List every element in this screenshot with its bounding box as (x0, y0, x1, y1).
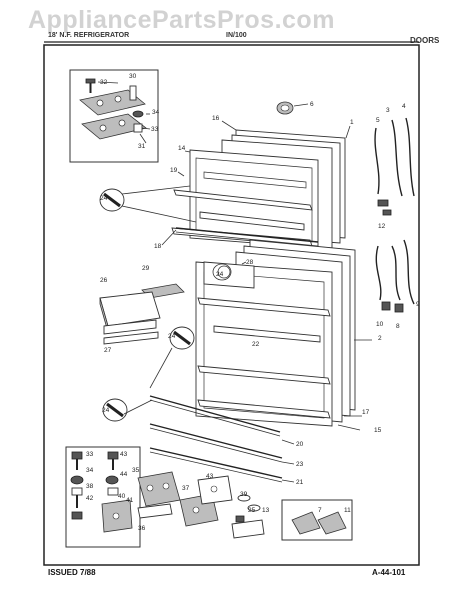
callout-number: 24 (168, 333, 176, 340)
callout-number: 1 (350, 119, 354, 126)
callout-number: 8 (396, 323, 400, 330)
callout-number: 27 (104, 347, 112, 354)
callout-number: 34 (152, 109, 160, 116)
callout-number: 28 (246, 259, 254, 266)
callout-number: 39 (240, 491, 248, 498)
header-model-number: IN/100 (226, 32, 247, 39)
callout-number: 24 (216, 271, 224, 278)
page-code: A-44-101 (372, 568, 406, 577)
callout-number: 42 (86, 495, 94, 502)
section-title: DOORS (410, 36, 440, 45)
callout-number: 15 (374, 427, 382, 434)
plug-button (276, 101, 294, 115)
bottom-hinge-inset (65, 446, 141, 548)
callout-number: 29 (142, 265, 150, 272)
callout-number: 43 (120, 451, 128, 458)
callout-number: 30 (129, 73, 137, 80)
callout-number: 31 (138, 143, 146, 150)
callout-number: 16 (212, 115, 220, 122)
callout-number: 23 (296, 461, 304, 468)
door-handles (374, 117, 415, 313)
callout-number: 44 (120, 471, 128, 478)
dairy-compartment-parts (99, 283, 185, 345)
callout-number: 24 (100, 195, 108, 202)
shelf-retainer-bars (149, 227, 319, 483)
freezer-door (171, 129, 346, 249)
callout-number: 34 (86, 467, 94, 474)
callout-number: 36 (138, 525, 146, 532)
callout-number: 32 (100, 79, 108, 86)
callout-number: 12 (378, 223, 386, 230)
callout-number: 9 (416, 301, 420, 308)
callout-labels: 1234567891011121314151617181920212223242… (86, 73, 420, 532)
callout-number: 40 (118, 493, 126, 500)
fresh-food-door (195, 239, 356, 427)
callout-number: 7 (318, 507, 322, 514)
watermark-text: AppliancePartsPros.com (28, 6, 335, 34)
bar-end-caps (99, 185, 232, 422)
issue-date: ISSUED 7/88 (48, 568, 96, 577)
callout-number: 19 (170, 167, 178, 174)
diagram-frame (43, 44, 420, 566)
door-stop-inset (281, 499, 353, 541)
callout-number: 17 (362, 409, 370, 416)
callout-number: 20 (296, 441, 304, 448)
callout-number: 6 (310, 101, 314, 108)
callout-number: 3 (386, 107, 390, 114)
callout-number: 18 (154, 243, 162, 250)
callout-number: 4 (402, 103, 406, 110)
header-model-description: 18' N.F. REFRIGERATOR (48, 32, 130, 39)
callout-number: 35 (132, 467, 140, 474)
callout-number: 26 (100, 277, 108, 284)
callout-number: 14 (178, 145, 186, 152)
callout-number: 41 (126, 497, 134, 504)
bottom-hinge-parts (137, 471, 265, 539)
callout-number: 2 (378, 335, 382, 342)
callout-number: 11 (344, 507, 351, 514)
callout-number: 33 (86, 451, 94, 458)
callout-number: 10 (376, 321, 384, 328)
callout-number: 21 (296, 479, 304, 486)
callout-number: 33 (151, 126, 159, 133)
callout-number: 24 (102, 407, 110, 414)
callout-number: 37 (182, 485, 190, 492)
callout-number: 38 (86, 483, 94, 490)
leader-lines (97, 81, 372, 483)
top-hinge-inset (69, 69, 159, 163)
callout-number: 25 (248, 507, 256, 514)
callout-number: 43 (206, 473, 214, 480)
callout-number: 13 (262, 507, 270, 514)
callout-number: 22 (252, 341, 260, 348)
callout-number: 5 (376, 117, 380, 124)
